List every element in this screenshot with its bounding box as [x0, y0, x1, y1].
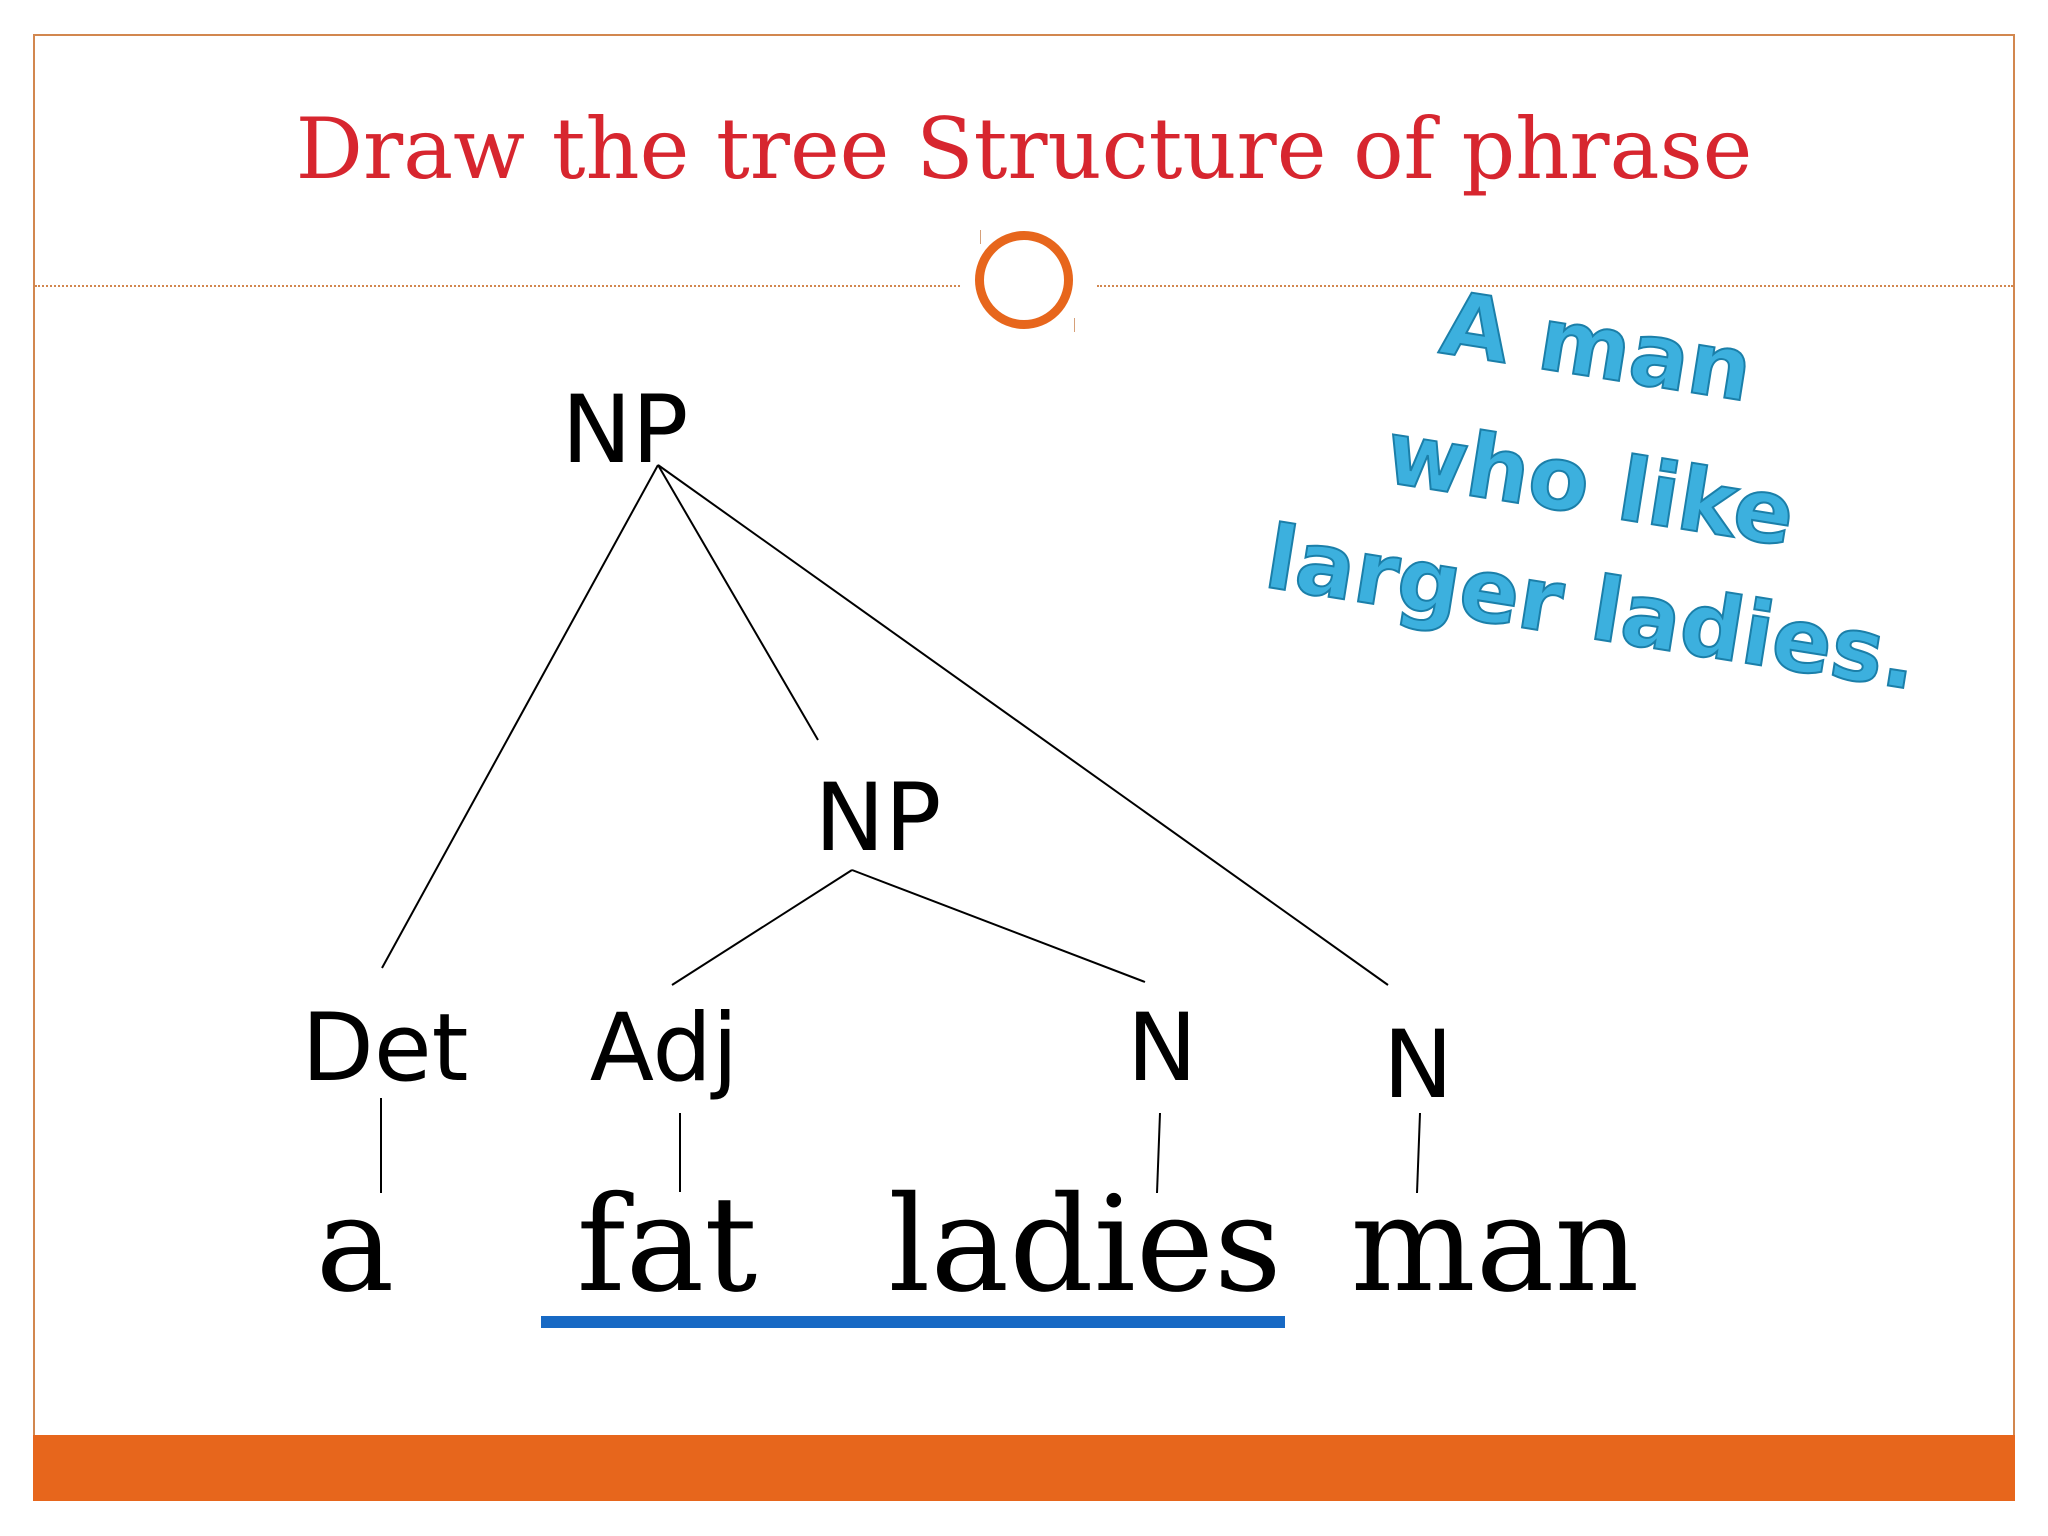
- footer-bar: [33, 1435, 2015, 1501]
- phrase-line-1: A man: [1434, 271, 1759, 422]
- node-np-root: NP: [561, 376, 688, 485]
- node-n-inner: N: [1127, 994, 1197, 1103]
- edge-n-inner-ladies: [1156, 1112, 1161, 1194]
- node-n-outer: N: [1383, 1011, 1453, 1120]
- word-ladies: ladies: [888, 1168, 1282, 1322]
- edge-np-root-n-outer: [657, 464, 1389, 986]
- edge-np-inner-adj: [671, 869, 853, 986]
- slide-title: Draw the tree Structure of phrase: [295, 100, 1753, 198]
- node-det: Det: [301, 994, 468, 1103]
- node-adj: Adj: [590, 994, 738, 1103]
- word-fat: fat: [577, 1168, 758, 1322]
- edge-n-outer-man: [1416, 1112, 1421, 1194]
- node-np-inner: NP: [814, 764, 941, 873]
- divider-right: [1097, 285, 2013, 287]
- phrase-wordart: A man who like larger ladies.: [1258, 270, 1926, 711]
- edge-np-root-det: [381, 464, 659, 969]
- phrase-line-3: larger ladies.: [1259, 505, 1925, 710]
- ornament-tick-top: [980, 230, 981, 244]
- edge-np-inner-n-inner: [851, 869, 1146, 983]
- edge-np-root-np-inner: [657, 464, 819, 741]
- tree-edges: [380, 464, 1421, 1194]
- divider-left: [35, 285, 960, 287]
- word-a: a: [316, 1168, 395, 1322]
- word-man: man: [1351, 1168, 1640, 1322]
- ornament-tick-bottom: [1074, 318, 1075, 332]
- circle-ornament-icon: [975, 231, 1073, 329]
